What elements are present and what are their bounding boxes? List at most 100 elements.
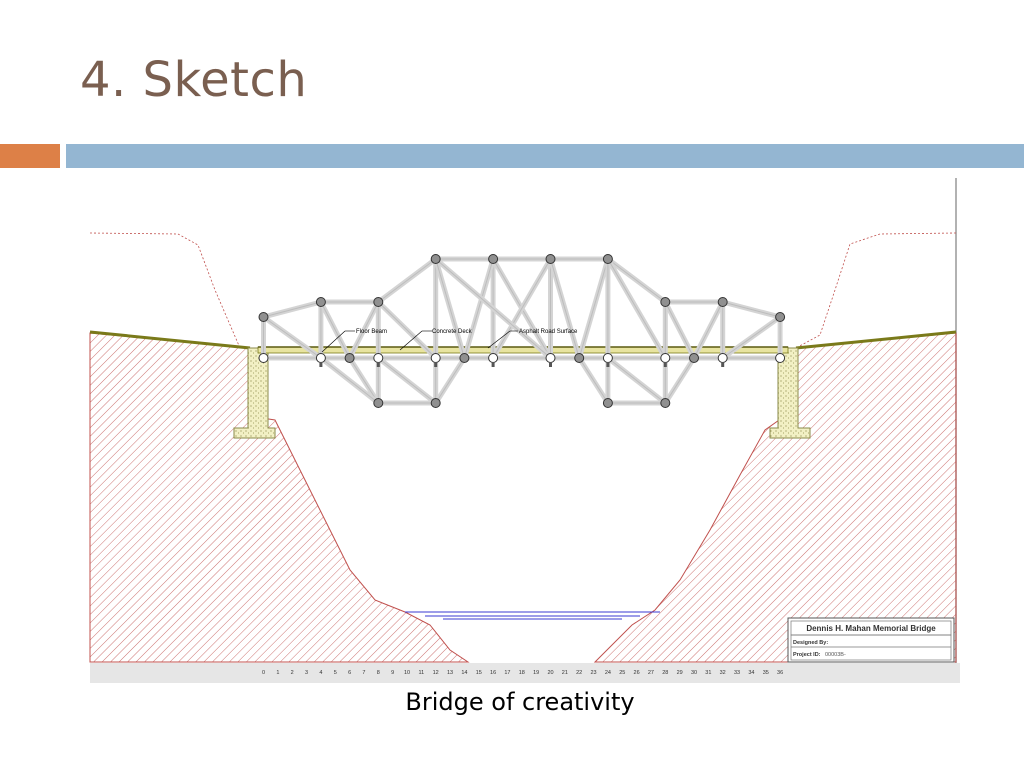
truss-member-edge [320,357,379,404]
truss-joint [258,312,269,322]
truss-joint [545,353,556,363]
left-abutment [233,347,276,439]
truss-joint [344,353,355,363]
truss-joint [373,353,384,363]
truss-joint [775,312,786,322]
project-id-value: 00003B- [825,652,846,658]
ruler-label: 6 [348,670,351,676]
truss-joint [574,353,585,363]
right-approach-road [795,330,957,350]
ruler-label: 17 [504,670,510,676]
truss-member-edge [550,258,580,359]
floor-beam [319,362,323,367]
left-approach-road [89,330,251,350]
ruler-label: 18 [519,670,525,676]
ruler-label: 12 [433,670,439,676]
truss-member-edge [377,357,437,404]
truss-member-edge [377,301,437,359]
truss-joints [258,254,786,408]
ruler-label: 8 [377,670,380,676]
designed-by-label: Designed By: [793,640,828,646]
ruler-label: 28 [662,670,668,676]
slide-caption: Bridge of creativity [405,688,635,716]
truss-member-edge [664,301,695,359]
accent-bar-orange [0,144,60,168]
ruler-label: 7 [362,670,365,676]
truss-member-edge [349,357,379,404]
ruler-label: 23 [590,670,596,676]
truss-member-edge [578,357,609,404]
ruler-label: 27 [648,670,654,676]
truss-member-edge [263,316,322,359]
truss-joint [430,254,441,264]
truss-joint [258,353,269,363]
concrete-deck-callout: Concrete Deck [399,329,473,351]
ruler-label: 24 [605,670,611,676]
truss-joint [315,353,326,363]
title-block: Dennis H. Mahan Memorial Bridge Designed… [787,617,955,663]
ruler-label: 3 [305,670,308,676]
truss-joint [775,353,786,363]
ruler-strip [90,663,960,683]
floor-beam [721,362,725,367]
ruler-label: 19 [533,670,539,676]
truss-member-edge [377,258,437,303]
truss-joint [602,353,613,363]
truss-joint [430,398,441,408]
ruler-label: 35 [763,670,769,676]
truss-joint [602,398,613,408]
floor-beams [319,362,725,367]
ruler-label: 1 [276,670,279,676]
truss-joint [602,254,613,264]
truss-joint [689,353,699,363]
floor-beam [606,362,610,367]
project-id-label: Project ID: [793,652,821,658]
ruler-label: 22 [576,670,582,676]
truss-joint [717,297,728,307]
ruler-label: 11 [418,670,424,676]
ruler-label: 36 [777,670,783,676]
truss-member-edge [435,258,465,359]
floor-beam [663,362,667,367]
ruler-label: 10 [404,670,410,676]
truss-member-edge [435,357,465,404]
floor-beam-label: Floor Beam [356,329,387,335]
asphalt-label: Asphalt Road Surface [519,329,578,335]
truss-member-edge [664,357,695,404]
truss-joint [660,353,671,363]
right-abutment [769,347,811,439]
truss-member-edge [578,258,609,359]
slide-title: 4. Sketch [80,52,308,108]
truss-joint [488,254,499,264]
truss-joint [660,297,671,307]
floor-beam [376,362,380,367]
ruler-label: 26 [634,670,640,676]
floor-beam [491,362,495,367]
truss-member-edge [320,301,351,359]
truss-joint [660,398,671,408]
truss-member-edge [463,258,494,359]
ruler-label: 5 [334,670,337,676]
asphalt-callout: Asphalt Road Surface [487,329,578,349]
ruler-label: 33 [734,670,740,676]
truss-joint [459,353,470,363]
truss-member-edge [607,258,666,359]
concrete-deck [257,346,789,354]
truss-joint [373,398,384,408]
ruler-label: 31 [705,670,711,676]
truss-member-edge [349,301,379,359]
ruler-label: 14 [461,670,467,676]
concrete-deck-label: Concrete Deck [432,329,473,335]
truss-joint [373,297,384,307]
accent-bar-blue [66,144,1024,168]
ruler-label: 20 [547,670,553,676]
truss-joint [545,254,556,264]
ruler-label: 25 [619,670,625,676]
ruler-label: 21 [562,670,568,676]
truss-joint [717,353,728,363]
truss-joint [430,353,441,363]
floor-beam-callout: Floor Beam [321,329,387,353]
truss-member-edge [607,357,666,404]
